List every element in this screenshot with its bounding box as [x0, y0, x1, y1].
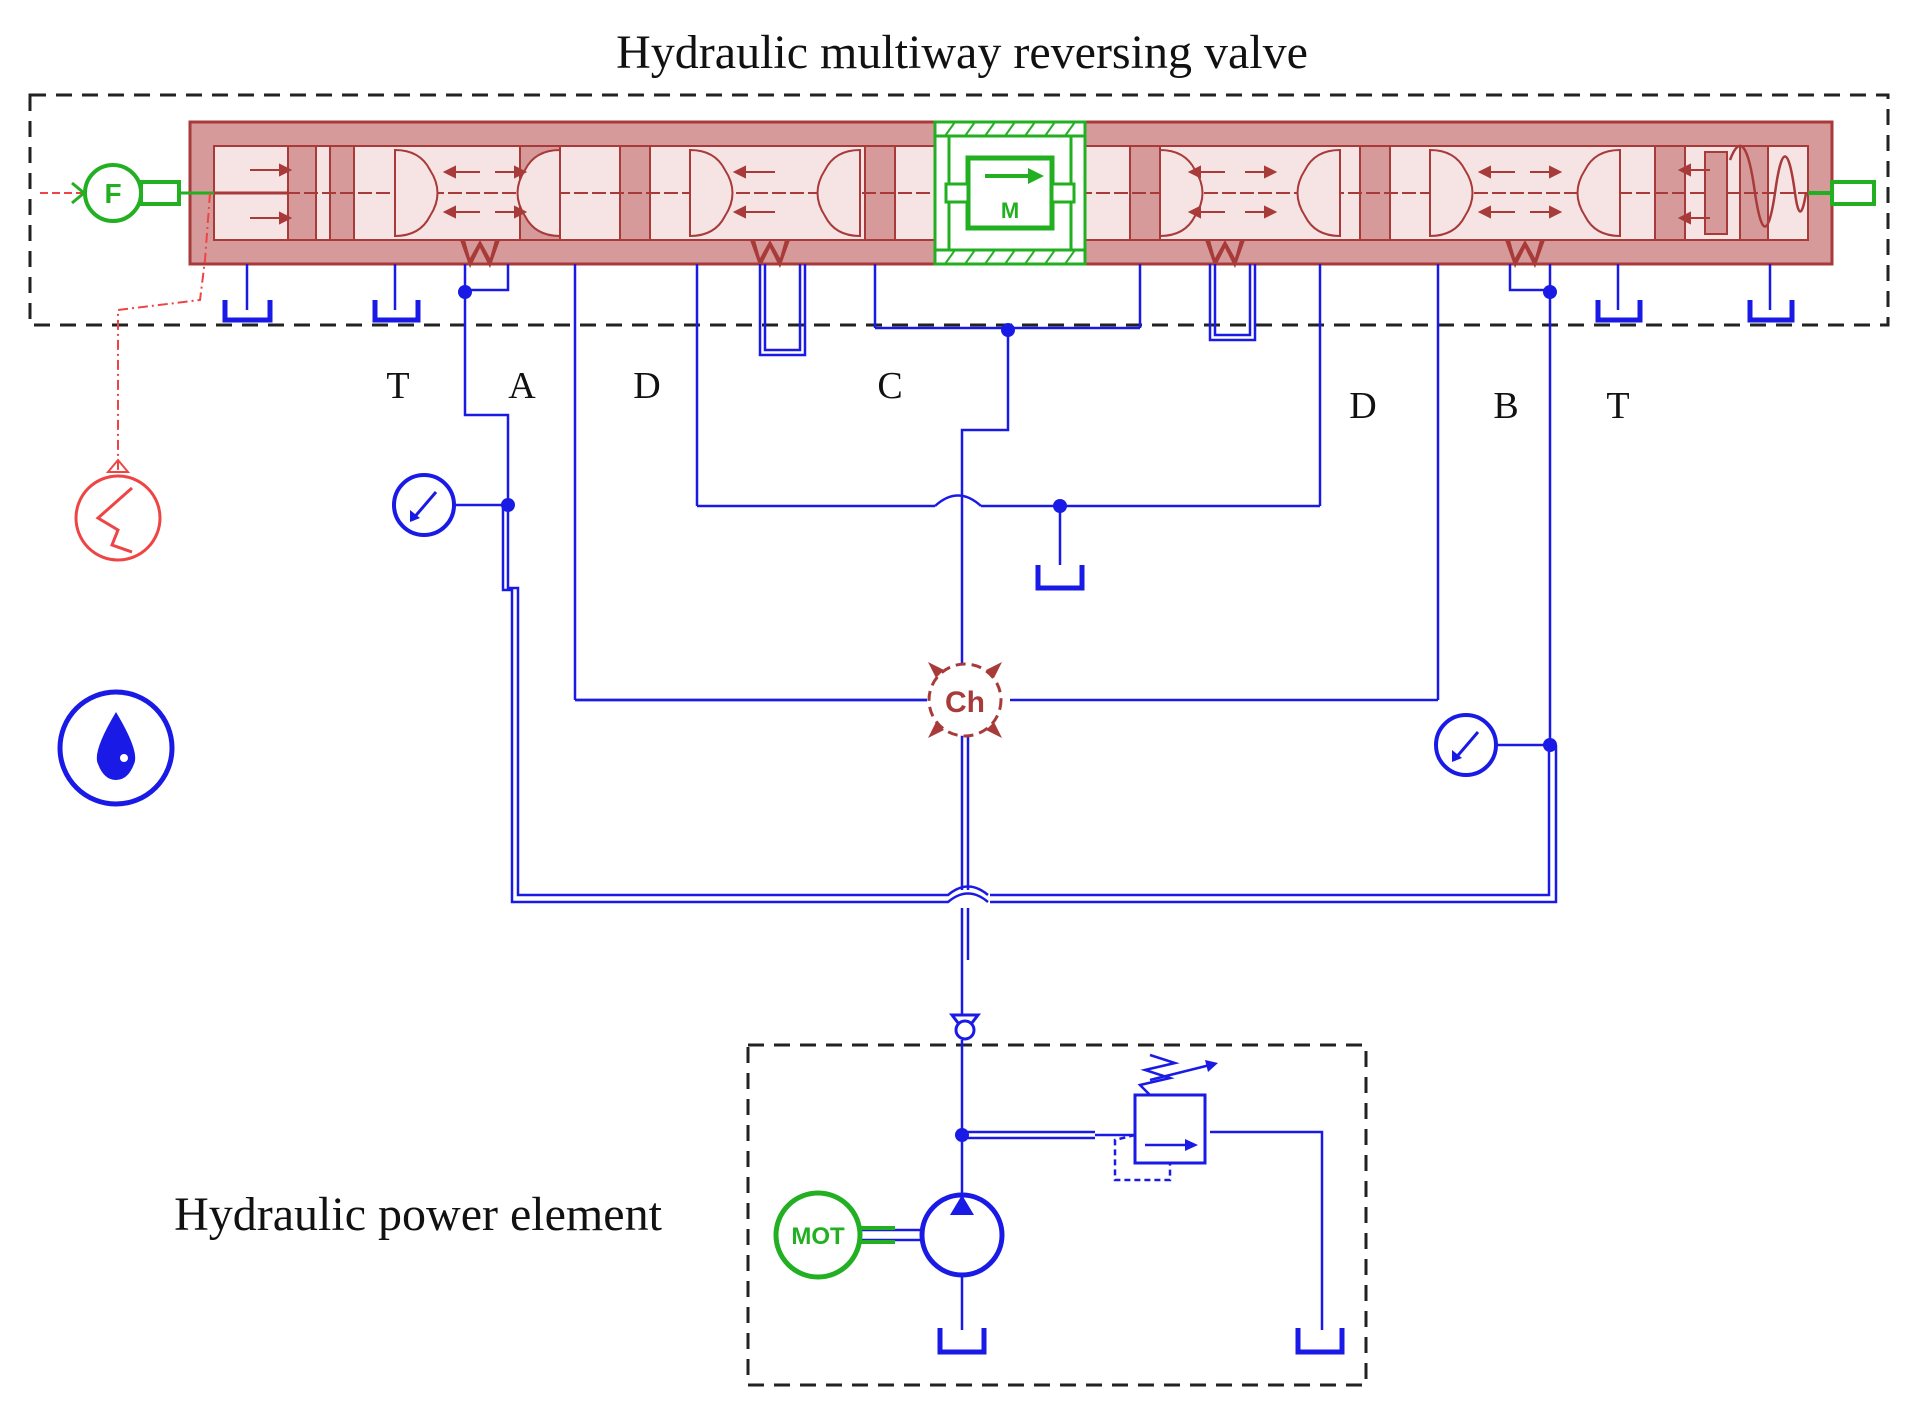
- manual-actuator-icon: M: [933, 120, 1087, 266]
- power-group-frame: [746, 1043, 1368, 1387]
- electric-motor-icon: MOT: [773, 1190, 895, 1280]
- port-label-d-right: D: [1349, 385, 1376, 427]
- right-end-port: [1830, 180, 1876, 206]
- tank-icon: [1595, 300, 1643, 323]
- force-source-label: F: [104, 178, 121, 209]
- port-label-b: B: [1493, 385, 1518, 427]
- tank-icon: [222, 300, 273, 323]
- signal-line: [117, 192, 211, 470]
- motor-label: MOT: [791, 1223, 845, 1250]
- port-label-t-right: T: [1606, 385, 1629, 427]
- valve-seats: [460, 240, 1545, 268]
- signal-generator-icon: [74, 458, 162, 562]
- manual-actuator-label: M: [1001, 198, 1019, 223]
- hydraulic-chamber-icon: Ch: [575, 662, 1003, 738]
- spool-chambers: [394, 148, 1621, 238]
- check-valve-icon: [948, 1013, 982, 1041]
- relief-valve-icon: [1113, 1053, 1218, 1182]
- port-label-t-left: T: [386, 365, 409, 407]
- port-label-d-left: D: [633, 365, 660, 407]
- hydraulic-fluid-icon: [57, 689, 175, 807]
- tank-icon: [937, 1328, 987, 1355]
- tank-icon: [372, 300, 421, 323]
- valve-group-frame: [28, 93, 1890, 327]
- tank-icon: [1035, 565, 1085, 591]
- tank-icons: [222, 300, 1795, 1355]
- port-label-c: C: [877, 365, 902, 407]
- power-group-title: Hydraulic power element: [174, 1188, 662, 1241]
- tank-icon: [1747, 300, 1795, 323]
- port-labels: T A D C D B T: [386, 365, 1629, 427]
- junction-dots: [458, 285, 1557, 1142]
- pressure-gauge-icon: [392, 473, 508, 537]
- tank-icon: [1295, 1328, 1345, 1355]
- port-label-a: A: [508, 365, 536, 407]
- hydraulic-lines: [245, 264, 1772, 1330]
- force-source-icon: F: [40, 163, 214, 223]
- chamber-label: Ch: [945, 686, 985, 719]
- spring-icon: [1728, 144, 1808, 228]
- valve-flow-arrows: [250, 163, 1710, 225]
- pressure-gauge-icon: [1434, 713, 1550, 777]
- hydraulic-pump-icon: [919, 1192, 1005, 1278]
- valve-group-title: Hydraulic multiway reversing valve: [616, 26, 1308, 79]
